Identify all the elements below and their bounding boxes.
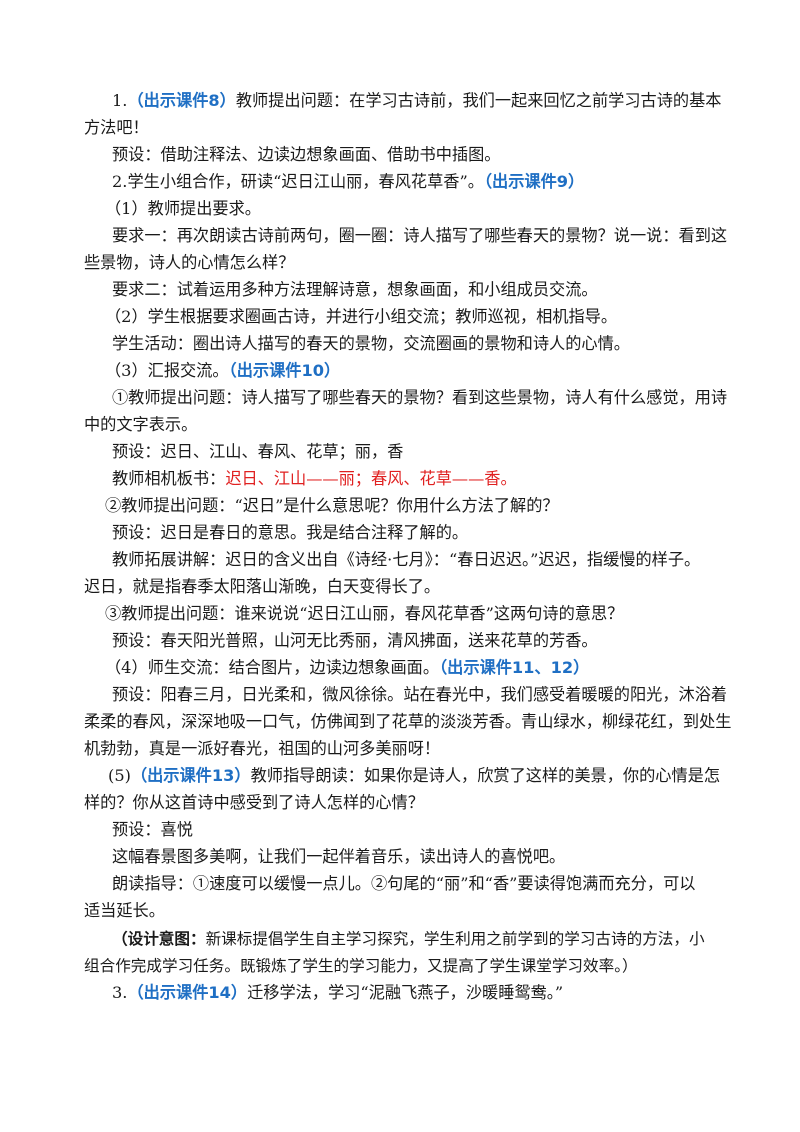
line-text: 新课标提倡学生自主学习探究，学生利用之前学到的学习古诗的方法，小 xyxy=(205,930,705,948)
paragraph-line: 朗读指导：①速度可以缓慢一点儿。②句尾的“丽”和“香”要读得饱满而充分，可以 xyxy=(112,874,696,893)
slide-tag: （出示课件11、12） xyxy=(439,658,590,677)
line-text: 教师指导朗读：如果你是诗人，欣赏了这样的美景，你的心情是怎 xyxy=(250,766,721,785)
paragraph-line: 2.学生小组合作，研读“迟日江山丽，春风花草香”。（出示课件9） xyxy=(112,170,584,194)
paragraph-line: 3.（出示课件14）迁移学法，学习“泥融飞燕子，沙暖睡鸳鸯。” xyxy=(112,981,563,1005)
line-text: （3）汇报交流。 xyxy=(105,361,229,380)
line-text: 2.学生小组合作，研读“迟日江山丽，春风花草香”。 xyxy=(112,172,484,191)
paragraph-line: 要求二：试着运用多种方法理解诗意，想象画面，和小组成员交流。 xyxy=(112,280,598,299)
paragraph-line: 1.（出示课件8）教师提出问题：在学习古诗前，我们一起来回忆之前学习古诗的基本 xyxy=(112,89,721,113)
slide-tag: （出示课件8） xyxy=(127,91,236,110)
paragraph-line: ②教师提出问题：“迟日”是什么意思呢？你用什么方法了解的？ xyxy=(105,496,559,515)
step-number: 1. xyxy=(112,91,128,110)
paragraph-line: 柔柔的春风，深深地吸一口气，仿佛闻到了花草的淡淡芳香。青山绿水，柳绿花红，到处生 xyxy=(84,712,732,731)
paragraph-line: ③教师提出问题：谁来说说“迟日江山丽，春风花草香”这两句诗的意思？ xyxy=(105,604,624,623)
paragraph-line: 预设：喜悦 xyxy=(112,820,193,839)
paragraph-line: 教师拓展讲解：迟日的含义出自《诗经·七月》：“春日迟迟。”迟迟，指缓慢的样子。 xyxy=(112,550,701,569)
slide-tag: （出示课件13） xyxy=(130,766,251,785)
slide-tag: （出示课件10） xyxy=(228,361,341,380)
line-text: 迁移学法，学习“泥融飞燕子，沙暖睡鸳鸯。” xyxy=(247,983,564,1002)
paragraph-line: （3）汇报交流。（出示课件10） xyxy=(105,359,340,383)
paragraph-line: 样的？你从这首诗中感受到了诗人怎样的心情？ xyxy=(84,793,424,812)
paragraph-line: 预设：阳春三月，日光柔和，微风徐徐。站在春光中，我们感受着暖暖的阳光，沐浴着 xyxy=(112,685,728,704)
paragraph-line: 预设：迟日是春日的意思。我是结合注释了解的。 xyxy=(112,523,469,542)
paragraph-line: 学生活动：圈出诗人描写的春天的景物，交流圈画的景物和诗人的心情。 xyxy=(112,334,630,353)
paragraph-line: ①教师提出问题：诗人描写了哪些春天的景物？看到这些景物，诗人有什么感觉，用诗 xyxy=(112,388,728,407)
blackboard-text: 迟日、江山——丽；春风、花草——香。 xyxy=(225,469,517,488)
paragraph-line: 方法吧！ xyxy=(84,118,149,137)
paragraph-line: 中的文字表示。 xyxy=(84,415,198,434)
paragraph-line: 迟日，就是指春季太阳落山渐晚，白天变得长了。 xyxy=(84,577,441,596)
paragraph-line: 机勃勃，真是一派好春光，祖国的山河多美丽呀！ xyxy=(84,739,441,758)
paragraph-line: 些景物，诗人的心情怎么样？ xyxy=(84,253,295,272)
design-intent-label: （设计意图： xyxy=(112,929,206,948)
paragraph-line: （4）师生交流：结合图片，边读边想象画面。（出示课件11、12） xyxy=(105,656,589,680)
slide-tag: （出示课件14） xyxy=(127,983,248,1002)
paragraph-line: (5)（出示课件13）教师指导朗读：如果你是诗人，欣赏了这样的美景，你的心情是怎 xyxy=(108,764,720,788)
slide-tag: （出示课件9） xyxy=(483,172,585,191)
step-number: 3. xyxy=(112,983,128,1002)
paragraph-line: 教师相机板书：迟日、江山——丽；春风、花草——香。 xyxy=(112,467,517,491)
paragraph-line: （2）学生根据要求圈画古诗，并进行小组交流；教师巡视，相机指导。 xyxy=(105,307,618,326)
paragraph-line: 预设：借助注释法、边读边想象画面、借助书中插图。 xyxy=(112,145,501,164)
paragraph-line: 这幅春景图多美啊，让我们一起伴着音乐，读出诗人的喜悦吧。 xyxy=(112,847,566,866)
step-number: (5) xyxy=(108,766,131,785)
paragraph-line: 预设：迟日、江山、春风、花草；丽，香 xyxy=(112,442,404,461)
paragraph-line: 适当延长。 xyxy=(84,901,165,920)
line-text: （4）师生交流：结合图片，边读边想象画面。 xyxy=(105,658,440,677)
design-intent-line: 组合作完成学习任务。既锻炼了学生的学习能力，又提高了学生课堂学习效率。） xyxy=(84,957,638,975)
line-text: 教师相机板书： xyxy=(112,469,226,488)
paragraph-line: 要求一：再次朗读古诗前两句，圈一圈：诗人描写了哪些春天的景物？说一说：看到这 xyxy=(112,226,728,245)
design-intent-line: （设计意图：新课标提倡学生自主学习探究，学生利用之前学到的学习古诗的方法，小 xyxy=(112,927,705,951)
paragraph-line: 预设：春天阳光普照，山河无比秀丽，清风拂面，送来花草的芳香。 xyxy=(112,631,598,650)
line-text: 教师提出问题：在学习古诗前，我们一起来回忆之前学习古诗的基本 xyxy=(235,91,722,110)
paragraph-line: （1）教师提出要求。 xyxy=(105,199,261,218)
